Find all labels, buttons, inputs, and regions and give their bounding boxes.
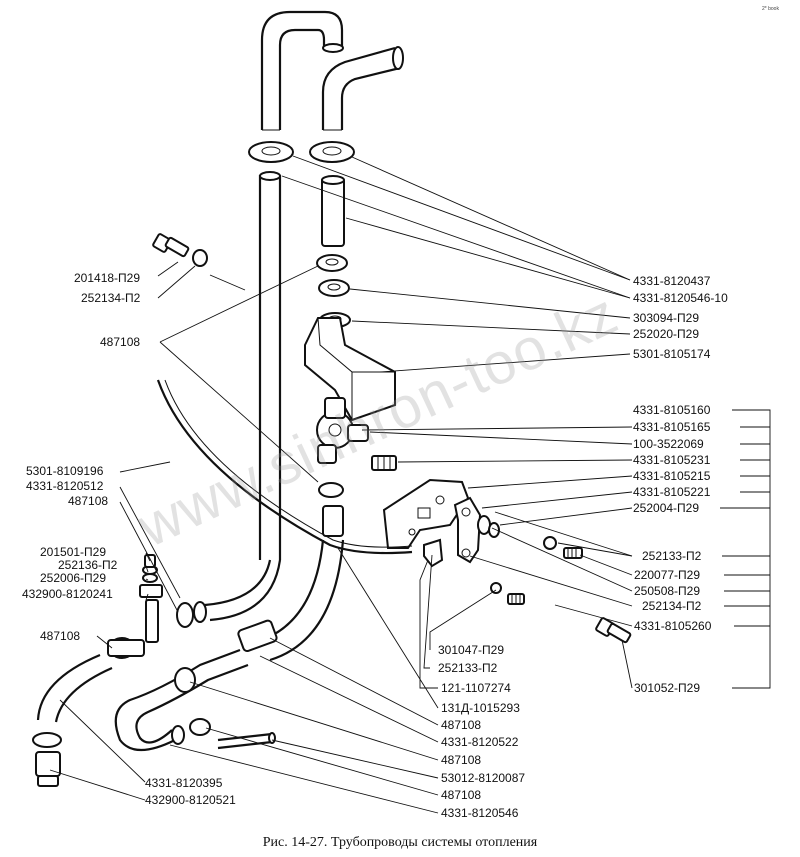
washer-303094 <box>318 279 350 297</box>
label-4331-8105215: 4331-8105215 <box>633 469 711 483</box>
label-220077: 220077-П29 <box>634 568 700 582</box>
label-100-3522069: 100-3522069 <box>633 437 704 451</box>
label-4331-8120395: 4331-8120395 <box>145 776 223 790</box>
label-121-1107274: 121-1107274 <box>441 681 511 695</box>
label-487108-mid: 487108 <box>68 494 108 508</box>
corner-mark: 2* book <box>762 6 779 12</box>
label-252133-right: 252133-П2 <box>642 549 702 563</box>
parts-drawing <box>32 10 632 787</box>
label-432900-8120241: 432900-8120241 <box>22 587 113 601</box>
label-201418: 201418-П29 <box>74 271 140 285</box>
leader-lines <box>49 155 771 814</box>
left-inlet-pipe <box>260 10 344 131</box>
bracket <box>304 317 396 422</box>
clip <box>423 538 444 568</box>
label-131d-1015293: 131Д-1015293 <box>441 701 520 715</box>
label-4331-8120546: 4331-8120546 <box>441 806 519 820</box>
valve-lever-plate <box>382 478 470 549</box>
label-250508: 250508-П29 <box>634 584 700 598</box>
label-487108-b3: 487108 <box>441 788 481 802</box>
label-5301-8109196: 5301-8109196 <box>26 464 104 478</box>
label-487108-left: 487108 <box>100 335 140 349</box>
label-301052: 301052-П29 <box>634 681 700 695</box>
label-487108-b2: 487108 <box>441 753 481 767</box>
hose-clamp-top <box>316 254 348 272</box>
label-252134-right: 252134-П2 <box>642 599 702 613</box>
label-487108-low: 487108 <box>40 629 80 643</box>
label-252133-mid: 252133-П2 <box>438 661 498 675</box>
valve-fitting <box>371 455 397 471</box>
part-labels: 201418-П29 252134-П2 487108 5301-8109196… <box>22 271 728 820</box>
label-252134-top: 252134-П2 <box>81 291 141 305</box>
label-53012-8120087: 53012-8120087 <box>441 771 525 785</box>
figure-caption: Рис. 14-27. Трубопроводы системы отоплен… <box>263 835 538 850</box>
label-4331-8120546-10: 4331-8120546-10 <box>633 291 728 305</box>
bolt-201418 <box>152 233 208 267</box>
label-301047: 301047-П29 <box>438 643 504 657</box>
label-201501: 201501-П29 <box>40 545 106 559</box>
label-4331-8105221: 4331-8105221 <box>633 485 711 499</box>
label-4331-8120437: 4331-8120437 <box>633 274 711 288</box>
grommet-left <box>248 141 294 163</box>
label-252004: 252004-П29 <box>633 501 699 515</box>
label-4331-8105231: 4331-8105231 <box>633 453 711 467</box>
label-252136: 252136-П2 <box>58 558 118 572</box>
label-4331-8105260: 4331-8105260 <box>634 619 712 633</box>
heater-valve <box>316 397 369 464</box>
label-4331-8120522: 4331-8120522 <box>441 735 519 749</box>
label-252020: 252020-П29 <box>633 327 699 341</box>
right-inlet-pipe <box>321 46 404 131</box>
label-303094: 303094-П29 <box>633 311 699 325</box>
label-432900-8120521: 432900-8120521 <box>145 793 236 807</box>
label-487108-b1: 487108 <box>441 718 481 732</box>
valve-lever <box>453 496 482 564</box>
label-4331-8120512: 4331-8120512 <box>26 479 104 493</box>
label-252006: 252006-П29 <box>40 571 106 585</box>
grommet-right <box>309 141 355 163</box>
label-4331-8105165: 4331-8105165 <box>633 420 711 434</box>
label-5301-8105174: 5301-8105174 <box>633 347 711 361</box>
label-4331-8105160: 4331-8105160 <box>633 403 711 417</box>
